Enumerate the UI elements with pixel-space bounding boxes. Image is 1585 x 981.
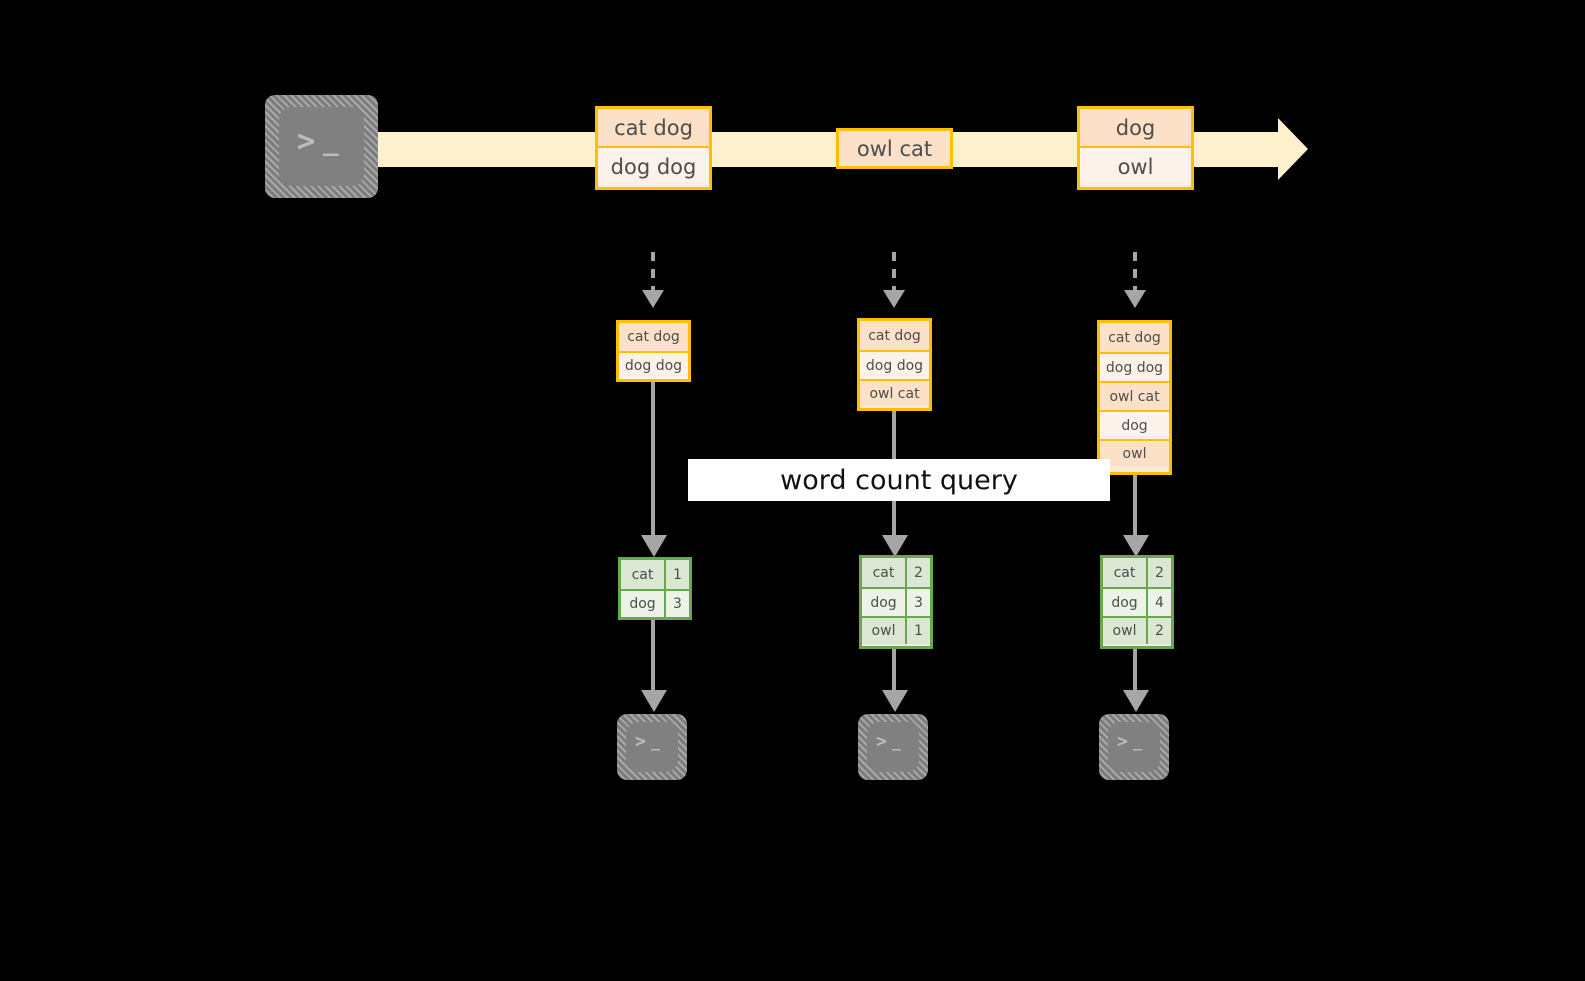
stream-event-3-line-2: owl bbox=[1080, 146, 1191, 185]
result-2-word-3: owl bbox=[862, 618, 907, 644]
table-row: cat 2 bbox=[1103, 558, 1171, 587]
snapshot-2-result: cat 2 dog 3 owl 1 bbox=[859, 555, 933, 649]
stream-arrow-head bbox=[1278, 118, 1308, 180]
snapshot-1-input-line-1: cat dog bbox=[619, 323, 688, 351]
table-row: cat 1 bbox=[621, 560, 689, 589]
stream-event-1-line-2: dog dog bbox=[598, 146, 709, 185]
result-2-word-2: dog bbox=[862, 589, 907, 616]
snapshot-3-input-line-1: cat dog bbox=[1100, 323, 1169, 352]
snapshot-1-input: cat dog dog dog bbox=[616, 320, 691, 382]
table-row: dog 3 bbox=[862, 587, 930, 616]
result-3-count-1: 2 bbox=[1148, 558, 1171, 587]
dashed-connector-1-head bbox=[642, 290, 664, 308]
snapshot-2-input-line-3: owl cat bbox=[860, 379, 929, 406]
query-label-band: word count query bbox=[688, 459, 1110, 501]
terminal-cursor-glyph: _ bbox=[323, 127, 339, 157]
terminal-body bbox=[279, 107, 364, 186]
stream-event-3: dog owl bbox=[1077, 106, 1194, 190]
result-3-count-2: 4 bbox=[1148, 589, 1171, 616]
result-3-count-3: 2 bbox=[1148, 618, 1171, 644]
snapshot-3-sink-terminal-icon: > _ bbox=[1099, 714, 1169, 780]
sink-connector-3-head bbox=[1123, 690, 1149, 712]
snapshot-3-input: cat dog dog dog owl cat dog owl bbox=[1097, 320, 1172, 475]
snapshot-3-input-line-5: owl bbox=[1100, 439, 1169, 466]
table-row: owl 2 bbox=[1103, 616, 1171, 644]
dashed-connector-3-head bbox=[1124, 290, 1146, 308]
table-row: cat 2 bbox=[862, 558, 930, 587]
terminal-body bbox=[1108, 722, 1160, 772]
source-terminal-icon: > _ bbox=[265, 95, 378, 198]
query-connector-2-head bbox=[882, 535, 908, 557]
table-row: dog 3 bbox=[621, 589, 689, 617]
snapshot-3-result: cat 2 dog 4 owl 2 bbox=[1100, 555, 1174, 649]
snapshot-1-sink-terminal-icon: > _ bbox=[617, 714, 687, 780]
result-2-count-3: 1 bbox=[907, 618, 930, 644]
result-2-count-1: 2 bbox=[907, 558, 930, 587]
result-3-word-2: dog bbox=[1103, 589, 1148, 616]
terminal-prompt-glyph: > bbox=[876, 731, 887, 752]
sink-connector-1 bbox=[651, 620, 655, 692]
query-connector-3 bbox=[1133, 475, 1137, 537]
table-row: owl 1 bbox=[862, 616, 930, 644]
terminal-body bbox=[867, 722, 919, 772]
snapshot-2-input: cat dog dog dog owl cat bbox=[857, 318, 932, 411]
snapshot-2-sink-terminal-icon: > _ bbox=[858, 714, 928, 780]
terminal-prompt-glyph: > bbox=[635, 731, 646, 752]
dashed-connector-2 bbox=[892, 252, 896, 292]
terminal-body bbox=[626, 722, 678, 772]
sink-connector-3 bbox=[1133, 649, 1137, 692]
terminal-cursor-glyph: _ bbox=[1133, 733, 1143, 751]
snapshot-3-input-line-2: dog dog bbox=[1100, 352, 1169, 381]
stream-event-3-line-1: dog bbox=[1080, 109, 1191, 146]
sink-connector-2 bbox=[892, 649, 896, 692]
dashed-connector-1 bbox=[651, 252, 655, 292]
query-label-text: word count query bbox=[780, 464, 1018, 496]
query-connector-1 bbox=[651, 382, 655, 537]
snapshot-1-input-line-2: dog dog bbox=[619, 351, 688, 379]
result-1-word-2: dog bbox=[621, 591, 666, 617]
terminal-prompt-glyph: > bbox=[297, 124, 316, 159]
terminal-cursor-glyph: _ bbox=[651, 733, 661, 751]
result-1-count-1: 1 bbox=[666, 560, 689, 589]
stream-event-1-line-1: cat dog bbox=[598, 109, 709, 146]
terminal-cursor-glyph: _ bbox=[892, 733, 902, 751]
result-2-count-2: 3 bbox=[907, 589, 930, 616]
result-1-word-1: cat bbox=[621, 560, 666, 589]
dashed-connector-3 bbox=[1133, 252, 1137, 292]
sink-connector-1-head bbox=[641, 690, 667, 712]
table-row: dog 4 bbox=[1103, 587, 1171, 616]
stream-event-2-line-1: owl cat bbox=[839, 131, 950, 166]
query-connector-3-head bbox=[1123, 535, 1149, 557]
result-1-count-2: 3 bbox=[666, 591, 689, 617]
query-connector-1-head bbox=[641, 535, 667, 557]
snapshot-3-input-line-4: dog bbox=[1100, 410, 1169, 439]
stream-event-1: cat dog dog dog bbox=[595, 106, 712, 190]
result-2-word-1: cat bbox=[862, 558, 907, 587]
result-3-word-3: owl bbox=[1103, 618, 1148, 644]
result-3-word-1: cat bbox=[1103, 558, 1148, 587]
terminal-prompt-glyph: > bbox=[1117, 731, 1128, 752]
snapshot-2-input-line-1: cat dog bbox=[860, 321, 929, 350]
dashed-connector-2-head bbox=[883, 290, 905, 308]
snapshot-3-input-line-3: owl cat bbox=[1100, 381, 1169, 410]
snapshot-2-input-line-2: dog dog bbox=[860, 350, 929, 379]
stream-event-2: owl cat bbox=[836, 128, 953, 169]
sink-connector-2-head bbox=[882, 690, 908, 712]
snapshot-1-result: cat 1 dog 3 bbox=[618, 557, 692, 620]
